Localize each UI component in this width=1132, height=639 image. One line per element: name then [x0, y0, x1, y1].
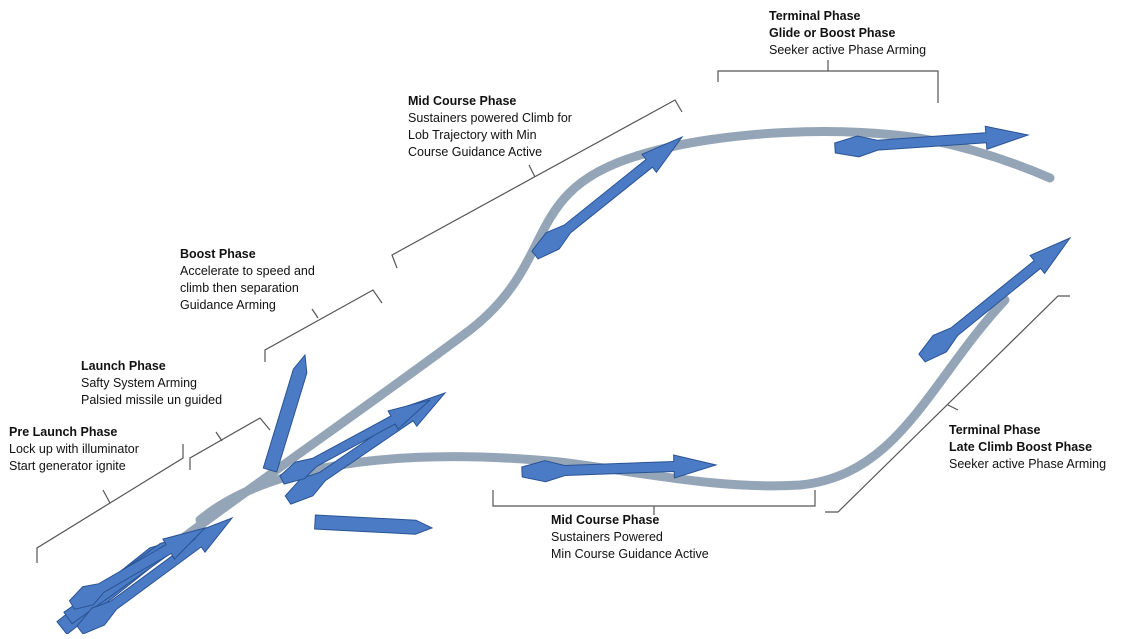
pre-launch-phase-label: Pre Launch Phase Lock up with illuminato… [9, 424, 139, 475]
lower-trajectory-path [195, 295, 1010, 525]
mid-course-upper-missile [531, 135, 684, 260]
terminal-upper-label: Terminal Phase Glide or Boost Phase Seek… [769, 8, 926, 59]
launcher-missile [68, 527, 207, 610]
terminal-upper-title: Terminal Phase [769, 9, 861, 23]
pre-launch-line-1: Lock up with illuminator [9, 442, 139, 456]
mid-course-upper-bracket [391, 99, 683, 269]
launch-line-2: Palsied missile un guided [81, 393, 223, 407]
terminal-lower-label: Terminal Phase Late Climb Boost Phase Se… [949, 422, 1106, 473]
terminal-lower-missile [918, 236, 1072, 363]
mid-course-lower-line-2: Min Course Guidance Active [551, 547, 709, 561]
pre-launch-title: Pre Launch Phase [9, 425, 118, 439]
launch-bracket [189, 417, 271, 470]
terminal-lower-title: Terminal Phase [949, 423, 1041, 437]
launch-title: Launch Phase [81, 359, 166, 373]
mid-course-upper-label: Mid Course Phase Sustainers powered Clim… [408, 93, 572, 161]
launch-phase-label: Launch Phase Safty System Arming Palsied… [81, 358, 222, 409]
terminal-upper-subtitle: Glide or Boost Phase [769, 26, 896, 40]
mid-course-upper-title: Mid Course Phase [408, 94, 517, 108]
boost-line-1: Accelerate to speed and [180, 264, 315, 278]
mid-course-upper-line-1: Sustainers powered Climb for [408, 111, 572, 125]
terminal-lower-line-1: Seeker active Phase Arming [949, 457, 1107, 471]
mid-course-upper-line-2: Lob Trajectory with Min [408, 128, 537, 142]
jettisoned-booster [262, 353, 308, 473]
mid-course-upper-line-3: Course Guidance Active [408, 145, 543, 159]
boost-phase-missile [279, 399, 431, 485]
pre-launch-bracket [36, 444, 184, 563]
launch-line-1: Safty System Arming [81, 376, 198, 390]
boost-line-3: Guidance Arming [180, 298, 276, 312]
phase-brackets [36, 60, 1070, 563]
missiles-group [56, 125, 1072, 636]
mid-course-lower-title: Mid Course Phase [551, 513, 660, 527]
mid-course-lower-missile [521, 454, 718, 483]
terminal-upper-line-1: Seeker active Phase Arming [769, 43, 927, 57]
boost-line-2: climb then separation [180, 281, 299, 295]
mid-course-lower-label: Mid Course Phase Sustainers Powered Min … [551, 512, 709, 563]
terminal-lower-subtitle: Late Climb Boost Phase [949, 440, 1093, 454]
jettisoned-booster [314, 514, 434, 535]
mid-course-lower-line-1: Sustainers Powered [551, 530, 663, 544]
boost-phase-label: Boost Phase Accelerate to speed and clim… [180, 246, 315, 314]
launcher-missile [76, 516, 234, 635]
boost-title: Boost Phase [180, 247, 256, 261]
terminal-lower-bracket [825, 295, 1070, 513]
mid-course-lower-bracket [492, 490, 816, 515]
terminal-upper-bracket [717, 60, 939, 103]
terminal-upper-missile [834, 125, 1030, 158]
boost-bracket [264, 289, 383, 362]
pre-launch-line-2: Start generator ignite [9, 459, 126, 473]
